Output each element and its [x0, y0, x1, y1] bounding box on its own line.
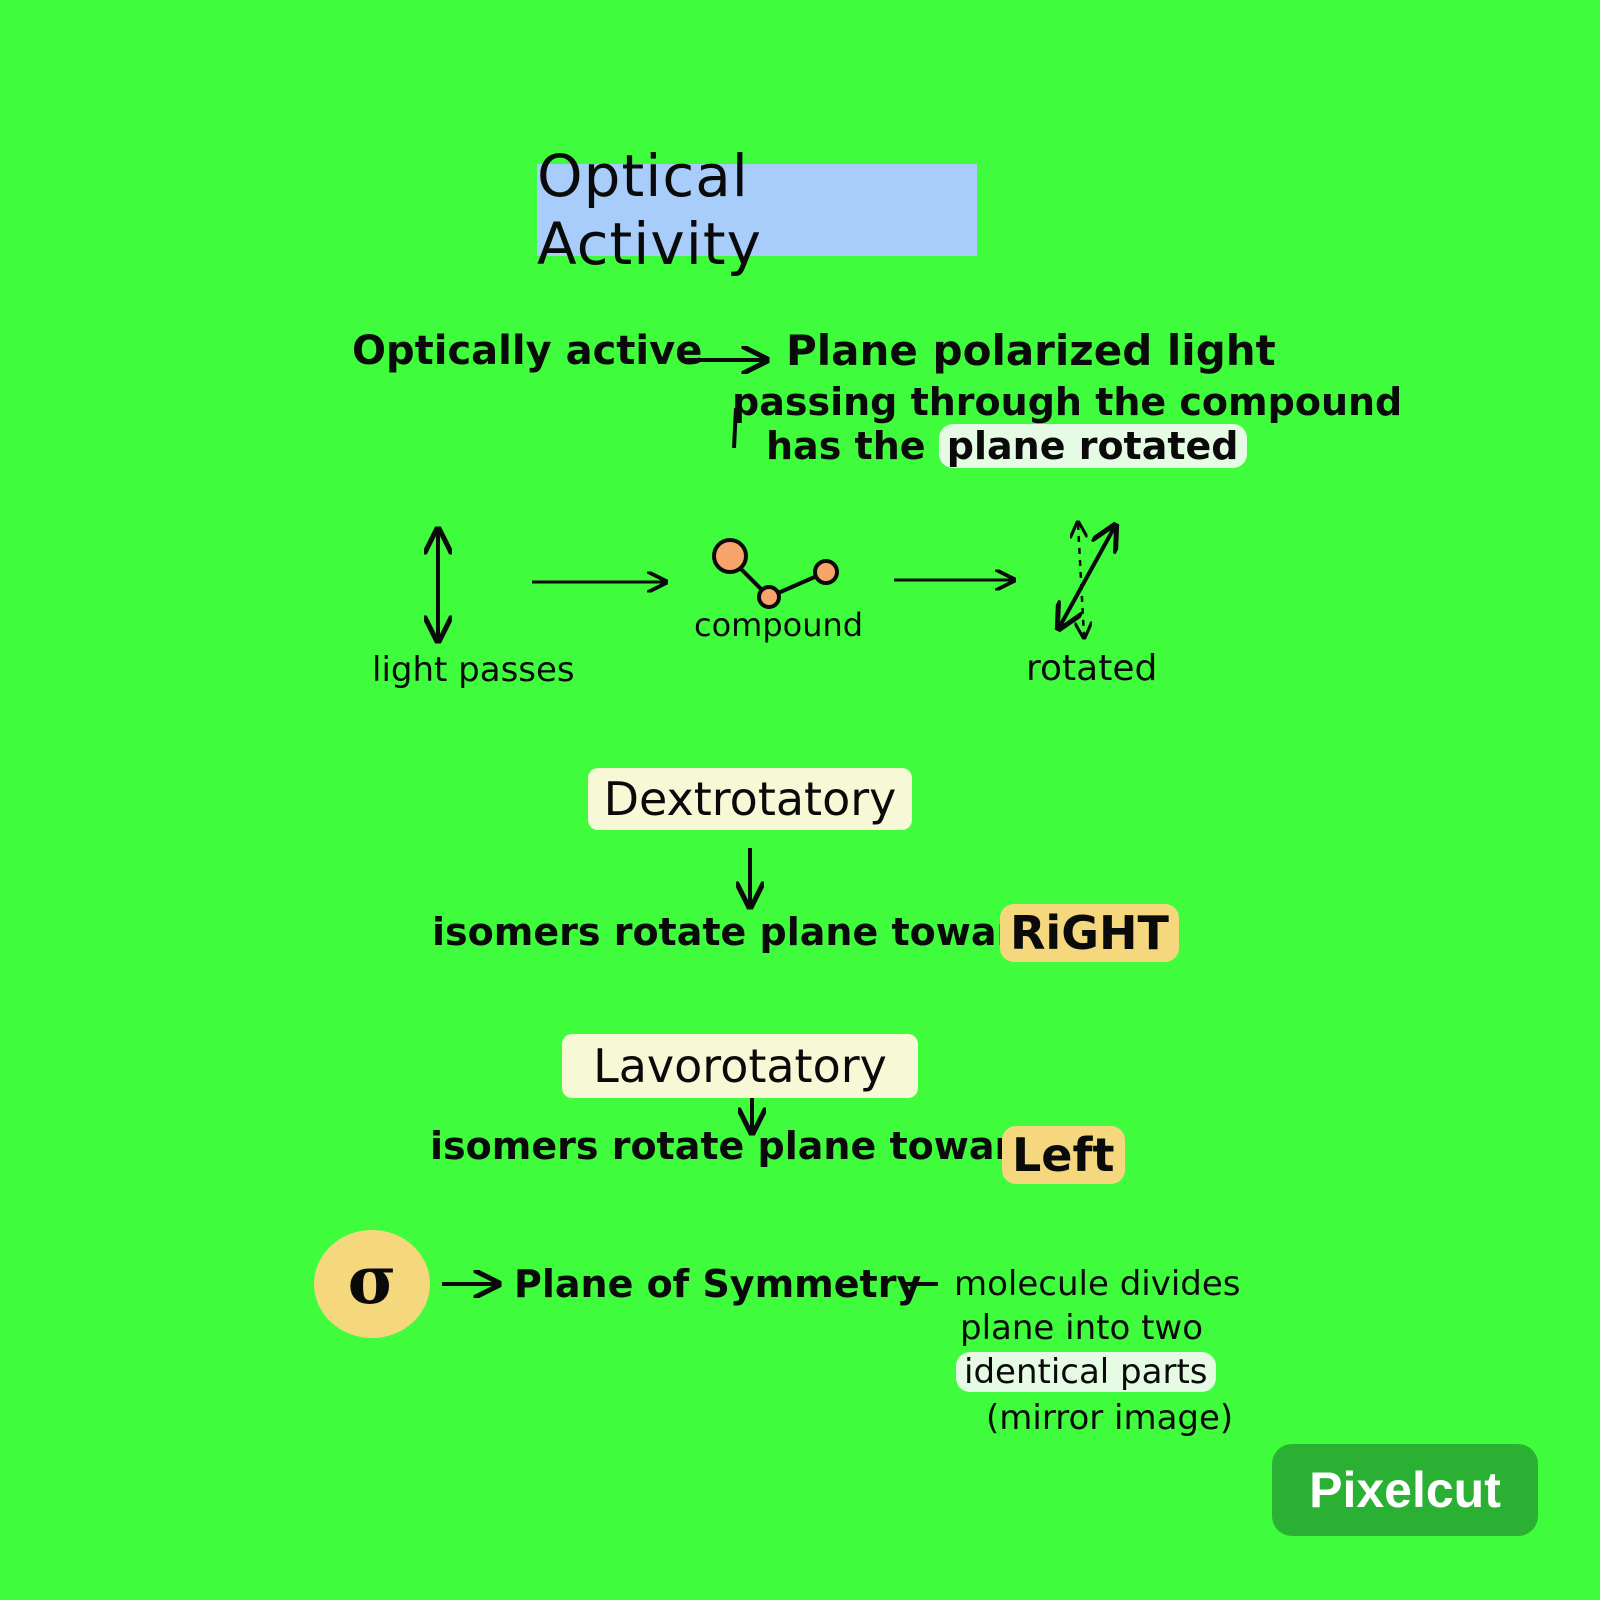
pixelcut-watermark: Pixelcut [1272, 1444, 1538, 1536]
sigma-symbol: σ [347, 1241, 397, 1319]
symmetry-line-4: (mirror image) [986, 1398, 1234, 1438]
compound-label: compound [694, 606, 864, 644]
left-highlight: Left [1002, 1126, 1125, 1184]
definition-line-1: Plane polarized light [786, 326, 1276, 375]
plane-of-symmetry-label: Plane of Symmetry [514, 1262, 922, 1306]
symmetry-line-2: plane into two [960, 1308, 1204, 1348]
optically-active-term: Optically active [352, 328, 703, 374]
sigma-symbol-badge: σ [314, 1230, 430, 1338]
plane-rotated-highlight: plane rotated [938, 424, 1247, 468]
dextrotatory-heading: Dextrotatory [603, 772, 897, 826]
lavorotatory-heading-box: Lavorotatory [562, 1034, 918, 1098]
dextro-description: isomers rotate plane towards [432, 910, 1066, 954]
definition-line-2: passing through the compound [732, 380, 1403, 424]
light-passes-label: light passes [372, 650, 575, 690]
right-highlight: RiGHT [1000, 904, 1179, 962]
title-banner: Optical Activity [537, 142, 977, 278]
rotated-label: rotated [1026, 648, 1158, 689]
definition-line-3: has the plane rotated [766, 424, 1247, 468]
definition-line-3-prefix: has the [766, 424, 926, 468]
molecule-icon [712, 538, 839, 609]
symmetry-line-1: molecule divides [954, 1264, 1241, 1304]
lavorotatory-heading: Lavorotatory [593, 1039, 887, 1093]
dextrotatory-heading-box: Dextrotatory [588, 768, 912, 830]
pixelcut-logo-text: Pixelcut [1309, 1462, 1501, 1518]
symmetry-line-3: identical parts [956, 1352, 1216, 1392]
rotated-arrow-icon [1060, 524, 1114, 636]
page-title: Optical Activity [537, 142, 762, 278]
definition-bracket [732, 407, 738, 449]
